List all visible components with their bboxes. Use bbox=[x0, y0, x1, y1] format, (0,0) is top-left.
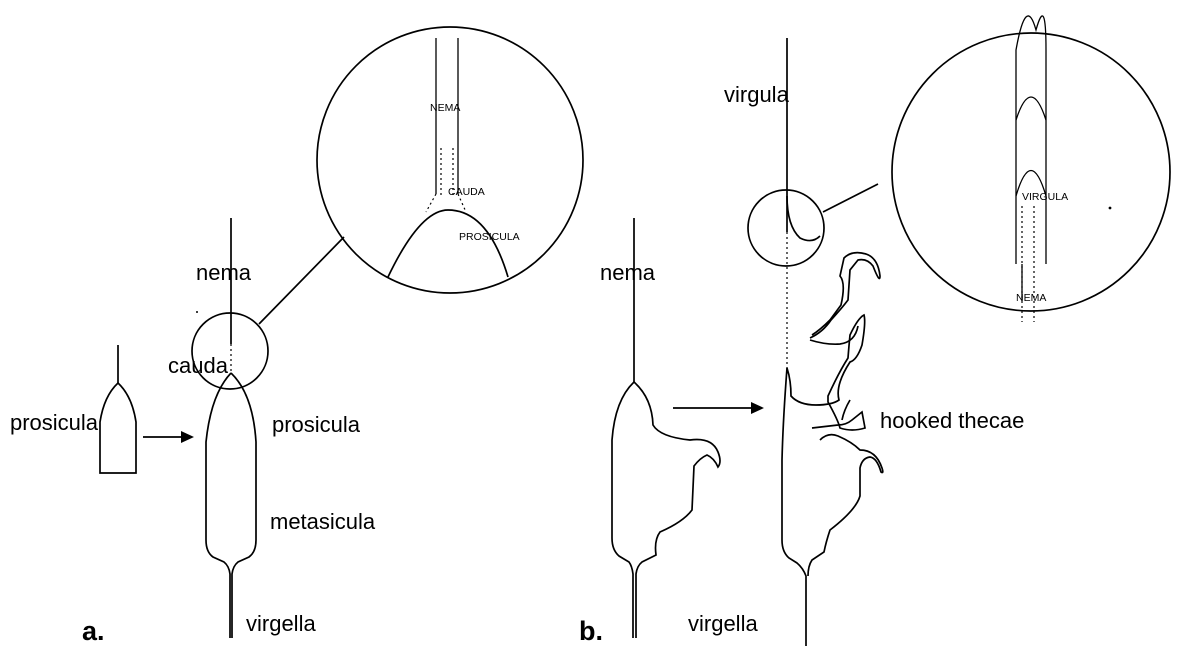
small-prosicula-shape bbox=[100, 345, 136, 473]
inset-b-nema-label: NEMA bbox=[1016, 292, 1046, 304]
label-virgula: virgula bbox=[724, 82, 790, 107]
label-nema-a: nema bbox=[196, 260, 252, 285]
panel-a-label: a. bbox=[82, 616, 105, 646]
inset-a-nema-label: NEMA bbox=[430, 102, 460, 114]
inset-a-prosicula-label: PROSICULA bbox=[459, 231, 520, 243]
inset-a: NEMA CAUDA PROSICULA bbox=[317, 27, 583, 293]
label-virgella-b: virgella bbox=[688, 611, 758, 636]
label-prosicula-small: prosicula bbox=[10, 410, 99, 435]
label-hooked-thecae: hooked thecae bbox=[880, 408, 1024, 433]
label-virgella-a: virgella bbox=[246, 611, 316, 636]
magnifier-circle-b bbox=[748, 190, 824, 266]
label-cauda-a: cauda bbox=[168, 353, 229, 378]
label-metasicula: metasicula bbox=[270, 509, 376, 534]
stray-dot bbox=[196, 311, 198, 313]
panel-a: NEMA CAUDA PROSICULA nema cauda prosicul… bbox=[10, 27, 583, 646]
growth-arrow-a bbox=[143, 431, 194, 443]
growth-arrow-b bbox=[673, 402, 764, 414]
label-prosicula-a: prosicula bbox=[272, 412, 361, 437]
magnifier-connector-b bbox=[823, 184, 878, 212]
label-nema-b: nema bbox=[600, 260, 656, 285]
panel-b: VIRGULA NEMA nema virgula hooked thecae … bbox=[579, 16, 1170, 646]
magnifier-connector-a bbox=[259, 237, 344, 324]
inset-a-cauda-label: CAUDA bbox=[448, 186, 485, 198]
inset-b-virgula-label: VIRGULA bbox=[1022, 191, 1068, 203]
panel-b-label: b. bbox=[579, 616, 603, 646]
colony-b-right bbox=[782, 38, 883, 646]
inset-b: VIRGULA NEMA bbox=[892, 16, 1170, 322]
